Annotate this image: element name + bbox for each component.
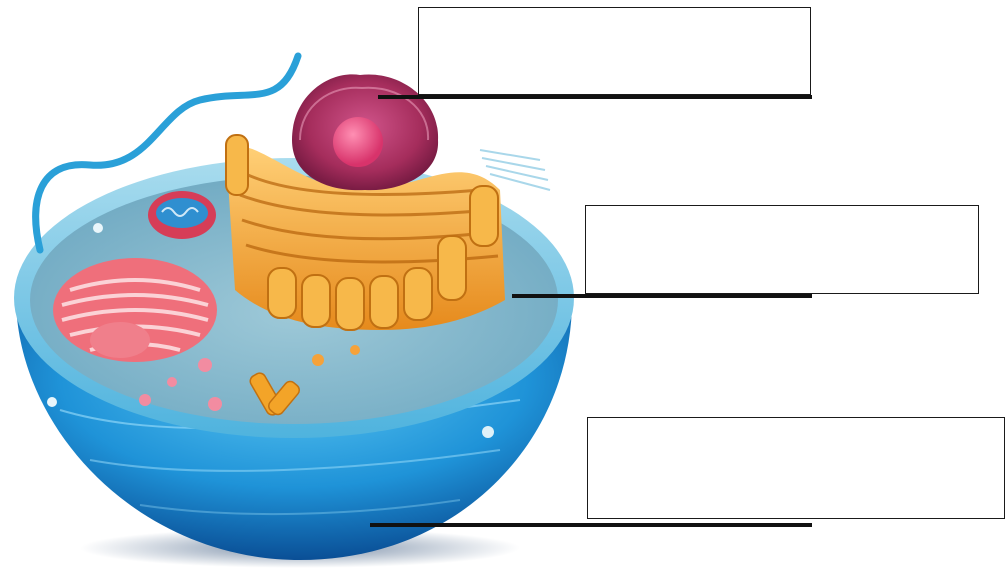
vesicle — [139, 394, 151, 406]
vesicle — [47, 397, 57, 407]
vesicle — [482, 426, 494, 438]
label-box-2[interactable] — [585, 205, 979, 294]
nucleus — [292, 74, 438, 190]
vesicle — [208, 397, 222, 411]
vesicle — [198, 358, 212, 372]
nucleolus — [333, 117, 383, 167]
label-box-1[interactable] — [418, 7, 811, 95]
vesicle — [312, 354, 324, 366]
vesicle — [350, 345, 360, 355]
rough-er — [53, 258, 217, 362]
vesicle — [93, 223, 103, 233]
label-box-3[interactable] — [587, 417, 1005, 519]
vesicle — [167, 377, 177, 387]
mitochondrion — [148, 191, 216, 239]
